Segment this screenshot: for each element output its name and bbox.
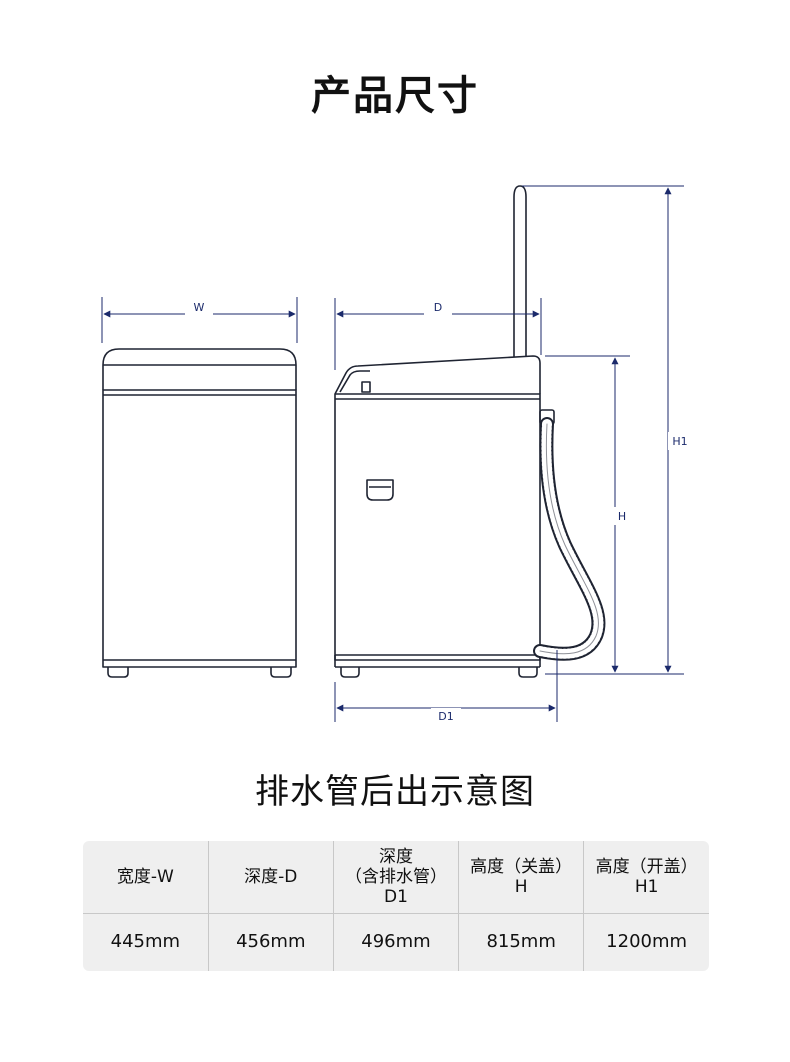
side-foot-right: [518, 667, 538, 678]
width-label: W: [194, 301, 205, 314]
front-lid: [102, 348, 297, 390]
side-foot-left: [340, 667, 360, 678]
drain-hose: [533, 417, 606, 661]
front-view: [102, 348, 297, 678]
header-text: 深度-D: [244, 866, 298, 887]
page-title: 产品尺寸: [311, 73, 479, 119]
header-text: （含排水管）: [344, 866, 447, 887]
height-closed-label: H: [618, 510, 626, 523]
header-text: 高度（开盖）: [595, 856, 698, 877]
value-cell-depth-with-hose: 496mm: [333, 913, 460, 971]
side-top-panel: [334, 355, 541, 395]
header-cell-width: 宽度-W: [83, 841, 209, 914]
front-foot-left: [107, 667, 129, 678]
header-text: 宽度-W: [116, 866, 174, 887]
side-body: [334, 393, 541, 661]
header-text: H: [514, 876, 528, 897]
height-open-label: H1: [672, 435, 687, 448]
spec-table-value-row: 445mm 456mm 496mm 815mm 1200mm: [83, 913, 709, 971]
spec-table: 宽度-W 深度-D 深度 （含排水管） D1 高度（关盖） H 高度（开盖） H…: [83, 841, 709, 971]
spec-table-header-row: 宽度-W 深度-D 深度 （含排水管） D1 高度（关盖） H 高度（开盖） H…: [83, 841, 709, 914]
header-text: 高度（关盖）: [470, 856, 573, 877]
front-foot-right: [270, 667, 292, 678]
header-text: D1: [384, 886, 408, 907]
dimension-diagram: W D: [101, 185, 688, 723]
header-cell-depth-with-hose: 深度 （含排水管） D1: [333, 841, 460, 914]
side-open-lid: [513, 185, 527, 357]
header-cell-height-closed: 高度（关盖） H: [458, 841, 585, 914]
header-text: H1: [634, 876, 659, 897]
side-drawer: [366, 479, 394, 501]
front-body: [102, 389, 297, 668]
header-cell-height-open: 高度（开盖） H1: [583, 841, 709, 914]
depth-with-hose-label: D1: [438, 710, 453, 723]
value-cell-height-open: 1200mm: [606, 931, 688, 953]
value-cell-depth: 456mm: [208, 913, 334, 971]
header-text: 深度: [378, 846, 413, 867]
value-cell-width: 445mm: [83, 913, 209, 971]
height-open-dimension: [522, 185, 684, 675]
value-cell-height-closed: 815mm: [458, 913, 585, 971]
side-panel-button: [361, 381, 371, 393]
side-view: [334, 185, 555, 678]
section-title: 排水管后出示意图: [255, 772, 535, 812]
depth-label: D: [434, 301, 442, 314]
header-cell-depth: 深度-D: [208, 841, 334, 914]
